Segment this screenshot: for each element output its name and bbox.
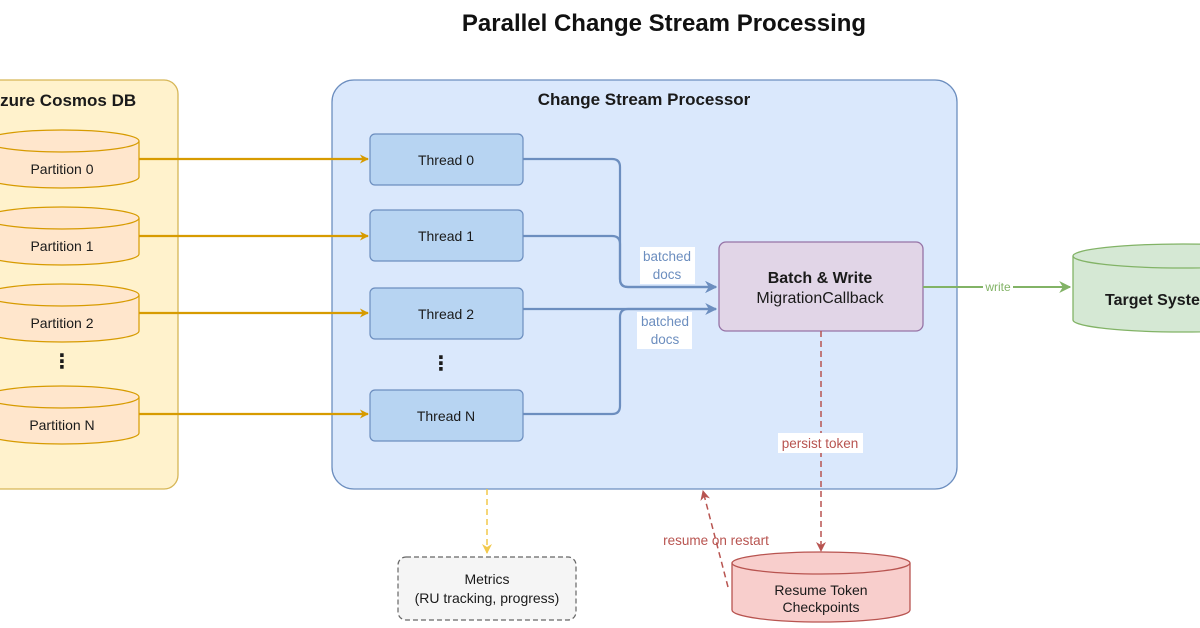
partition-2: Partition 2 (0, 283, 140, 343)
target-system-top (1072, 243, 1200, 269)
resume-token-body (731, 563, 911, 623)
partition-2-top (0, 283, 140, 307)
partition-2-body (0, 295, 140, 343)
resume-token-line2: Checkpoints (782, 599, 859, 615)
processor-group-title: Change Stream Processor (538, 90, 751, 109)
edge-label-write-text: write (984, 280, 1011, 294)
arrow-thread-n-batch (523, 307, 716, 416)
partition-n-top (0, 385, 140, 409)
edge-label-batched-docs-bottom-line1: batched (641, 314, 689, 329)
thread-2-box (369, 287, 524, 340)
edge-label-resume-on-restart: resume on restart (663, 533, 769, 548)
batch-write-node: Batch & Write MigrationCallback (718, 241, 924, 332)
thread-2-label: Thread 2 (418, 306, 474, 322)
resume-token-store: Resume Token Checkpoints (731, 551, 911, 623)
thread-0: Thread 0 (369, 133, 524, 186)
partition-1-top (0, 206, 140, 230)
arrow-thread-1-batch (523, 234, 718, 293)
thread-1: Thread 1 (369, 209, 524, 262)
thread-n-box (369, 389, 524, 442)
metrics-box (397, 556, 577, 621)
edge-label-batched-docs-bottom-line2: docs (651, 332, 680, 347)
partition-1-body (0, 218, 140, 266)
partition-0-label: Partition 0 (30, 161, 93, 177)
edge-label-persist-token-bg (778, 433, 863, 453)
resume-token-line1: Resume Token (774, 582, 867, 598)
partition-n-label: Partition N (29, 417, 94, 433)
thread-1-label: Thread 1 (418, 228, 474, 244)
batch-write-callback: MigrationCallback (756, 290, 884, 307)
edge-label-write: write (983, 280, 1013, 295)
thread-0-label: Thread 0 (418, 152, 474, 168)
partition-ellipsis: ⋮ (52, 351, 72, 373)
thread-2: Thread 2 (369, 287, 524, 340)
resume-token-top (731, 551, 911, 575)
partition-n: Partition N (0, 385, 140, 445)
edge-label-write-bg (983, 280, 1013, 295)
target-system-body (1072, 256, 1200, 333)
partition-2-label: Partition 2 (30, 315, 93, 331)
target-system-label: Target System (1105, 292, 1200, 309)
source-group-title: Azure Cosmos DB (0, 91, 136, 110)
batch-write-title: Batch & Write (768, 270, 873, 287)
metrics-node: Metrics (RU tracking, progress) (397, 556, 577, 621)
edge-label-batched-docs-bottom-bg (637, 312, 692, 349)
metrics-title: Metrics (464, 571, 509, 587)
edge-label-batched-docs-top-line2: docs (653, 267, 682, 282)
thread-n: Thread N (369, 389, 524, 442)
partition-0: Partition 0 (0, 129, 140, 189)
edge-label-persist-token: persist token (778, 433, 863, 453)
edge-label-batched-docs-bottom: batched docs (637, 312, 692, 349)
partition-1-label: Partition 1 (30, 238, 93, 254)
thread-ellipsis: ⋮ (431, 353, 451, 375)
edge-label-persist-token-text: persist token (782, 436, 859, 451)
thread-n-label: Thread N (417, 408, 475, 424)
diagram-title: Parallel Change Stream Processing (462, 10, 866, 37)
partition-n-body (0, 397, 140, 445)
partition-1: Partition 1 (0, 206, 140, 266)
partition-0-top (0, 129, 140, 153)
metrics-subtitle: (RU tracking, progress) (415, 590, 560, 606)
edge-label-batched-docs-top: batched docs (640, 247, 695, 284)
edge-label-batched-docs-top-line1: batched (643, 249, 691, 264)
arrow-resume-processor (700, 490, 729, 588)
target-system: Target System (1072, 243, 1200, 333)
edge-label-batched-docs-top-bg (640, 247, 695, 284)
partition-0-body (0, 141, 140, 189)
